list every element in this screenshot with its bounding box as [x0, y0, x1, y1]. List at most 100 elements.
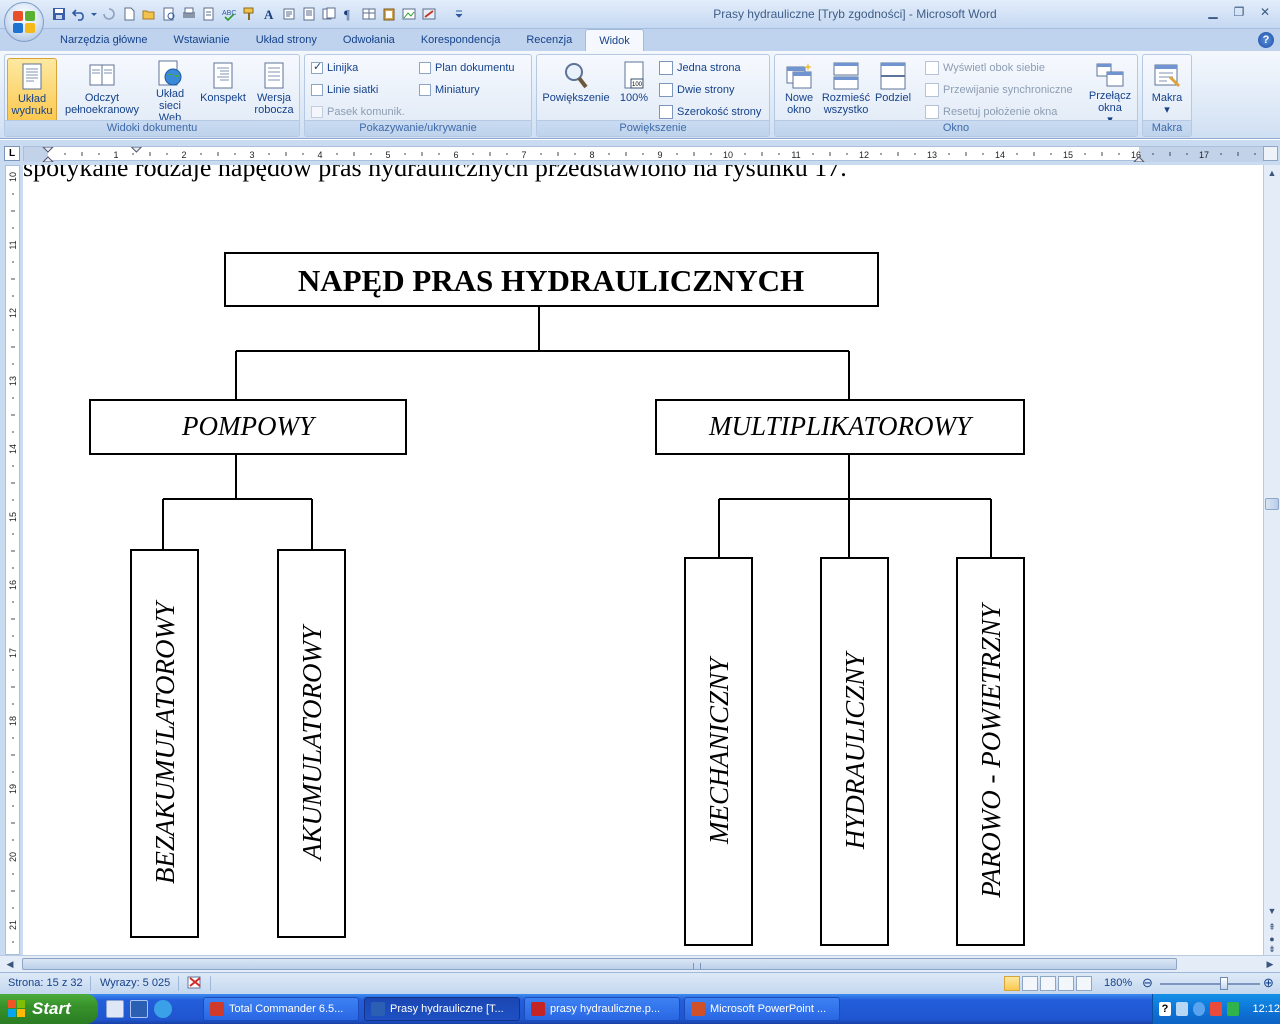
pilcrow-icon[interactable]: ¶ — [340, 5, 358, 23]
status-full-screen-button[interactable] — [1022, 976, 1038, 991]
zoom-level[interactable]: 180% — [1104, 977, 1133, 989]
thumbnails-checkbox[interactable]: Miniatury — [419, 81, 480, 99]
paragraph-icon[interactable] — [280, 5, 298, 23]
view-ruler-toggle-button[interactable] — [1263, 146, 1278, 161]
sync-scroll-button[interactable]: Przewijanie synchroniczne — [925, 81, 1073, 99]
word-count[interactable]: Wyrazy: 5 025 — [100, 977, 171, 989]
split-button[interactable]: Podziel — [873, 58, 913, 122]
page-width-button[interactable]: Szerokość strony — [659, 103, 761, 121]
document-page[interactable]: spotykane rodzaje napędów pras hydraulic… — [23, 165, 1263, 955]
arrange-all-button[interactable]: Rozmieść wszystko — [821, 58, 871, 122]
zoom-slider[interactable] — [1160, 977, 1260, 990]
document-map-checkbox-box[interactable] — [419, 62, 431, 74]
start-button[interactable]: Start — [0, 994, 98, 1024]
minimize-button[interactable]: ▁ — [1208, 5, 1218, 19]
show-desktop-icon[interactable] — [106, 1000, 124, 1018]
scroll-right-button[interactable]: ▶ — [1266, 959, 1274, 969]
taskbar-item-powerpoint[interactable]: Microsoft PowerPoint ... — [684, 997, 840, 1021]
zoom-slider-thumb[interactable] — [1220, 977, 1228, 990]
two-pages-button[interactable]: Dwie strony — [659, 81, 734, 99]
undo-dropdown-icon[interactable] — [90, 5, 98, 23]
zoom-in-button[interactable]: ⊕ — [1263, 975, 1274, 990]
macros-button[interactable]: Makra ▾ — [1145, 58, 1189, 122]
pages-icon[interactable] — [320, 5, 338, 23]
office-button[interactable] — [4, 2, 44, 42]
tab-home[interactable]: Narzędzia główne — [60, 34, 148, 46]
browse-object-button[interactable]: ● — [1269, 934, 1275, 944]
font-icon[interactable]: A — [260, 5, 278, 23]
full-screen-reading-button[interactable]: Odczyt pełnoekranowy — [61, 58, 143, 122]
page-count[interactable]: Strona: 15 z 32 — [8, 977, 83, 989]
outline-button[interactable]: Konspekt — [197, 58, 249, 122]
maximize-button[interactable]: ❐ — [1233, 5, 1245, 19]
taskbar-item-total-commander[interactable]: Total Commander 6.5... — [203, 997, 359, 1021]
document-icon[interactable] — [300, 5, 318, 23]
undo-icon[interactable] — [70, 5, 88, 23]
message-bar-checkbox[interactable]: Pasek komunik. — [311, 103, 405, 121]
open-folder-icon[interactable] — [140, 5, 158, 23]
status-print-layout-button[interactable] — [1004, 976, 1020, 991]
new-window-button[interactable]: Nowe okno — [777, 58, 821, 122]
scroll-left-button[interactable]: ◀ — [6, 959, 14, 969]
internet-explorer-icon[interactable] — [154, 1000, 172, 1018]
gridlines-checkbox[interactable]: Linie siatki — [311, 81, 378, 99]
volume-icon[interactable] — [1227, 1002, 1240, 1016]
insert-image-icon[interactable] — [420, 5, 438, 23]
close-button[interactable]: ✕ — [1259, 5, 1271, 19]
draft-button[interactable]: Wersja robocza — [251, 58, 297, 122]
thumbnails-checkbox-box[interactable] — [419, 84, 431, 96]
status-web-layout-button[interactable] — [1040, 976, 1056, 991]
word-quick-icon[interactable] — [130, 1000, 148, 1018]
gridlines-checkbox-box[interactable] — [311, 84, 323, 96]
tab-page-layout[interactable]: Układ strony — [255, 34, 317, 46]
help-tray-icon[interactable]: ? — [1159, 1002, 1172, 1016]
web-layout-button[interactable]: Układ sieci Web — [147, 58, 193, 124]
horizontal-scroll-thumb[interactable] — [22, 958, 1177, 970]
security-icon[interactable] — [1210, 1002, 1223, 1016]
customize-qat-icon[interactable] — [454, 5, 464, 23]
status-outline-button[interactable] — [1058, 976, 1074, 991]
previous-page-button[interactable]: ⇞ — [1268, 922, 1276, 932]
scroll-down-button[interactable]: ▼ — [1267, 906, 1277, 916]
next-page-button[interactable]: ⇟ — [1268, 944, 1276, 954]
save-icon[interactable] — [50, 5, 68, 23]
switch-windows-button[interactable]: Przełącz okna ▾ — [1087, 58, 1133, 126]
status-draft-button[interactable] — [1076, 976, 1092, 991]
tab-review[interactable]: Recenzja — [526, 34, 573, 46]
taskbar-item-pdf[interactable]: prasy hydrauliczne.p... — [524, 997, 680, 1021]
reset-window-position-button[interactable]: Resetuj położenie okna — [925, 103, 1057, 121]
message-bar-checkbox-box[interactable] — [311, 106, 323, 118]
zoom-button[interactable]: Powiększenie — [539, 58, 613, 122]
print-layout-button[interactable]: Układ wydruku — [7, 58, 57, 122]
tab-selector-button[interactable]: L — [4, 146, 20, 161]
new-document-icon[interactable] — [120, 5, 138, 23]
ruler-checkbox-box[interactable] — [311, 60, 323, 74]
format-painter-icon[interactable] — [240, 5, 258, 23]
zoom-100-button[interactable]: 100 100% — [617, 58, 651, 122]
tab-insert[interactable]: Wstawianie — [173, 34, 230, 46]
redo-icon[interactable] — [100, 5, 118, 23]
table-icon[interactable] — [360, 5, 378, 23]
insert-picture-icon[interactable] — [400, 5, 418, 23]
vertical-scrollbar[interactable]: ▲ ▼ ⇞ ● ⇟ — [1263, 165, 1280, 955]
vertical-scroll-thumb[interactable] — [1265, 498, 1279, 510]
tab-references[interactable]: Odwołania — [342, 34, 395, 46]
help-icon[interactable]: ? — [1258, 32, 1274, 48]
print-preview-icon[interactable] — [160, 5, 178, 23]
side-by-side-button[interactable]: Wyświetl obok siebie — [925, 59, 1045, 77]
document-map-checkbox[interactable]: Plan dokumentu — [419, 59, 515, 77]
taskbar-item-word[interactable]: Prasy hydrauliczne [T... — [364, 997, 520, 1021]
spelling-icon[interactable]: ABC — [220, 5, 238, 23]
tab-mailings[interactable]: Korespondencja — [420, 34, 501, 46]
proofing-icon[interactable] — [186, 974, 204, 995]
quick-print-icon[interactable] — [200, 5, 218, 23]
horizontal-scrollbar[interactable]: ◀ ▶ — [0, 955, 1280, 972]
network-icon[interactable] — [1176, 1002, 1189, 1016]
zoom-out-button[interactable]: ⊖ — [1142, 975, 1153, 990]
clock[interactable]: 12:12 — [1252, 1003, 1280, 1015]
ruler-checkbox[interactable]: Linijka — [311, 59, 358, 77]
clipboard-icon[interactable] — [380, 5, 398, 23]
print-icon[interactable] — [180, 5, 198, 23]
